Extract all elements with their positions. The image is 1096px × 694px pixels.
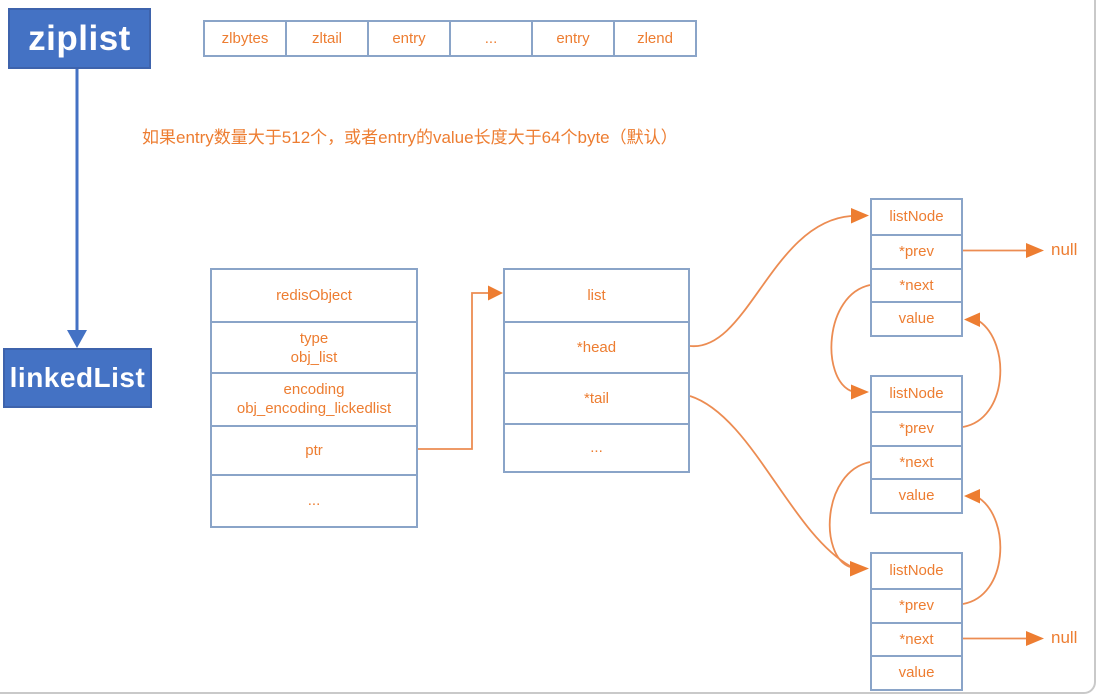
list-struct-table: list *head *tail ... (503, 268, 690, 473)
node3-value-cell: value (872, 654, 961, 689)
list-header-cell: list (505, 270, 688, 321)
node3-prev-cell: *prev (872, 587, 961, 622)
list-ellipsis-cell: ... (505, 422, 688, 471)
ptr-text: ptr (305, 441, 323, 459)
redisobject-header-text: redisObject (276, 287, 352, 305)
ziplist-cell-entry-2: entry (531, 22, 613, 55)
listnode-table-2: listNode *prev *next value (870, 375, 963, 514)
ziplist-structure-strip: zlbytes zltail entry ... entry zlend (203, 20, 697, 57)
redisobject-ellipsis-cell: ... (212, 473, 416, 526)
node1-prev-cell: *prev (872, 233, 961, 268)
node3-next-to-null-arrow (963, 631, 1044, 646)
node1-value-cell: value (872, 300, 961, 335)
tail-to-node3-arrow (689, 395, 851, 567)
linkedlist-label: linkedList (9, 362, 146, 393)
ptr-to-list-arrow (418, 285, 503, 450)
redisobject-header-cell: redisObject (212, 270, 416, 321)
ziplist-cell-zlend: zlend (613, 22, 695, 55)
linkedlist-label-box: linkedList (3, 348, 152, 408)
node2-next-text: *next (899, 453, 934, 471)
head-text: *head (576, 338, 617, 356)
ziplist-label: ziplist (28, 18, 131, 58)
node3-value-text: value (898, 664, 935, 682)
node1-prev-to-null-arrow (963, 243, 1044, 258)
null-label-bottom: null (1051, 628, 1078, 647)
node2-prev-text: *prev (898, 420, 935, 438)
node1-next-cell: *next (872, 267, 961, 301)
node2-prev-to-node1-value-arrow (962, 312, 1002, 428)
list-header-text: list (587, 286, 606, 304)
redisobject-ptr-cell: ptr (212, 424, 416, 474)
list-tail-cell: *tail (505, 371, 688, 423)
node1-prev-text: *prev (898, 243, 935, 261)
obj-encoding-line: obj_encoding_lickedlist (236, 400, 392, 418)
ziplist-cell-entry-1: entry (367, 22, 449, 55)
node2-next-to-node3-arrow (828, 461, 871, 577)
node2-header-cell: listNode (872, 377, 961, 411)
ziplist-cell-zlbytes: zlbytes (221, 30, 269, 47)
node2-value-cell: value (872, 477, 961, 512)
node3-prev-text: *prev (898, 597, 935, 615)
list-head-cell: *head (505, 320, 688, 372)
node2-next-cell: *next (872, 444, 961, 478)
ziplist-cell-ellipsis: ... (449, 22, 531, 55)
node1-next-to-node2-arrow (830, 284, 871, 400)
node3-next-text: *next (899, 630, 934, 648)
node2-header-text: listNode (889, 385, 944, 403)
conversion-condition-note: 如果entry数量大于512个，或者entry的value长度大于64个byte… (142, 128, 678, 147)
tail-text: *tail (583, 389, 609, 407)
ellipsis-text: ... (307, 492, 321, 510)
obj-list-line: obj_list (290, 348, 338, 366)
redisobject-table: redisObject type obj_list encoding obj_e… (210, 268, 418, 528)
listnode-table-1: listNode *prev *next value (870, 198, 963, 337)
node3-next-cell: *next (872, 621, 961, 655)
redisobject-encoding-cell: encoding obj_encoding_lickedlist (212, 372, 416, 424)
null-label-top: null (1051, 240, 1078, 259)
node2-prev-cell: *prev (872, 410, 961, 445)
type-line: type (299, 329, 329, 347)
node3-header-cell: listNode (872, 554, 961, 588)
ziplist-label-box: ziplist (8, 8, 151, 69)
head-to-node1-arrow (689, 208, 869, 347)
ziplist-to-linkedlist-arrow (67, 69, 87, 348)
listnode-table-3: listNode *prev *next value (870, 552, 963, 691)
encoding-line: encoding (283, 381, 345, 399)
node1-value-text: value (898, 310, 935, 328)
redisobject-type-cell: type obj_list (212, 321, 416, 372)
node2-value-text: value (898, 487, 935, 505)
node1-header-text: listNode (889, 208, 944, 226)
node1-next-text: *next (899, 276, 934, 294)
node3-header-text: listNode (889, 562, 944, 580)
node1-header-cell: listNode (872, 200, 961, 234)
node3-prev-to-node2-value-arrow (962, 489, 1002, 605)
list-ellipsis-text: ... (590, 439, 603, 457)
ziplist-cell-zltail: zltail (285, 22, 367, 55)
